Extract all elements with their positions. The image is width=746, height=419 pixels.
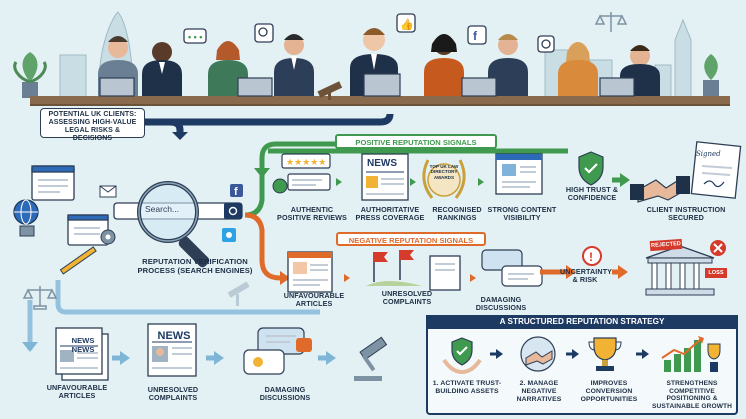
top-callout: POTENTIAL UK CLIENTS: ASSESSING HIGH-VAL…: [40, 108, 145, 142]
signed-document-icon: [690, 141, 742, 199]
strategy-title: A STRUCTURED REPUTATION STRATEGY: [426, 315, 738, 329]
positive-icons: ★★★★★ NEWS: [272, 153, 543, 201]
positive-banner: POSITIVE REPUTATION SIGNALS: [335, 134, 497, 149]
negative-label-articles: UNFAVOURABLE ARTICLES: [283, 291, 345, 309]
red-flag-icon: [366, 250, 422, 286]
search-bubble-icon: [254, 23, 274, 43]
positive-outcome-client: CLIENT INSTRUCTION SECURED: [646, 205, 726, 223]
like-bubble-icon: [396, 13, 416, 33]
scales-icon: [594, 12, 628, 32]
negative-label-discussions: DAMAGING DISCUSSIONS: [475, 295, 527, 313]
facebook-icon: f: [230, 184, 243, 198]
positive-label-rankings: RECOGNISED RANKINGS: [432, 205, 482, 223]
strategy-icons: [442, 336, 721, 375]
shield-hands-icon: [442, 337, 482, 375]
svg-text:★★★★★: ★★★★★: [286, 157, 326, 167]
gear-icon: [100, 229, 116, 245]
positive-outcome-trust: HIGH TRUST & CONFIDENCE: [565, 185, 619, 203]
process-label: REPUTATION VERIFICATION PROCESS (SEARCH …: [137, 257, 253, 275]
strategy-step-4: STRENGTHENS COMPETITIVE POSITIONING & SU…: [651, 380, 733, 410]
svg-text:NEWS: NEWS: [367, 158, 397, 169]
conference-table: [30, 96, 730, 104]
chat-bubble-icon: [183, 28, 207, 44]
bottom-news-text-a: NEWS NEWS: [71, 336, 95, 354]
gavel-icon: [317, 81, 343, 100]
bottom-label-complaints: UNRESOLVED COMPLAINTS: [147, 385, 199, 403]
positive-label-reviews: AUTHENTIC POSITIVE REVIEWS: [277, 205, 347, 223]
bank-building-icon: [645, 245, 715, 296]
svg-text:f: f: [473, 29, 478, 43]
trophy-icon: [588, 337, 622, 371]
process-scene: f: [13, 165, 243, 275]
mail-icon: [99, 185, 117, 198]
facebook-bubble-icon: [467, 25, 487, 45]
negative-icons: [287, 249, 543, 293]
svg-text:👍: 👍: [400, 18, 414, 31]
search-input[interactable]: Search...: [145, 204, 180, 214]
big-ben-icon: [674, 18, 692, 101]
complaints-document-icon: [147, 323, 197, 377]
bottom-label-discussions: DAMAGING DISCUSSIONS: [259, 385, 311, 403]
people-group: [98, 28, 660, 96]
twitter-icon: [222, 228, 236, 242]
shield-check-icon: [578, 151, 604, 186]
svg-text:!: !: [589, 250, 593, 264]
chat-bubbles-icon: [481, 249, 543, 287]
magnifier-icon: [137, 181, 210, 268]
bottom-label-articles: UNFAVOURABLE ARTICLES: [46, 383, 108, 401]
close-icon: [710, 240, 726, 256]
loss-stamp: LOSS: [705, 268, 727, 278]
positive-label-visibility: STRONG CONTENT VISIBILITY: [487, 205, 557, 223]
strategy-step-2: 2. MANAGE NEGATIVE NARRATIVES: [516, 380, 562, 403]
laptops: [99, 73, 635, 97]
gavel-icon: [354, 336, 388, 381]
complaint-document-icon: [429, 255, 461, 291]
award-text: TOP UK LAW DIRECTORY AWARDS: [429, 164, 459, 180]
svg-text:f: f: [234, 186, 238, 198]
warning-icon: !: [582, 246, 602, 266]
handshake-icon: [630, 176, 690, 203]
positive-label-press: AUTHORITATIVE PRESS COVERAGE: [355, 205, 425, 223]
article-icon: [287, 251, 333, 293]
content-visibility-icon: [495, 153, 543, 195]
strategy-step-1: 1. ACTIVATE TRUST-BUILDING ASSETS: [432, 380, 502, 395]
bottom-news-text-b: NEWS: [157, 330, 191, 342]
handshake-circle-icon: [520, 336, 556, 372]
growth-chart-icon: [661, 336, 721, 372]
negative-outcome-icons: !: [540, 240, 726, 296]
gear-bubble-icon: [537, 35, 555, 53]
bottom-left-scene: [22, 280, 388, 381]
review-stars-icon: ★★★★★: [272, 153, 331, 194]
positive-outcome-icons: [578, 141, 742, 203]
negative-outcome-uncertainty: UNCERTAINTY & RISK: [560, 267, 613, 285]
negative-banner: NEGATIVE REPUTATION SIGNALS: [336, 232, 486, 246]
award-laurel-icon: [422, 159, 466, 199]
meeting-scene: • • • 👍 f: [13, 11, 730, 106]
gavel-icon: [227, 281, 250, 306]
top-callout-text: POTENTIAL UK CLIENTS: ASSESSING HIGH-VAL…: [48, 111, 137, 143]
article-stack-icon: [55, 327, 109, 381]
globe-icon: [13, 199, 39, 225]
strategy-step-3: IMPROVES CONVERSION OPPORTUNITIES: [580, 380, 638, 403]
signed-text: Signed: [696, 150, 721, 158]
positive-branch-line: [268, 142, 568, 154]
newspaper-icon: NEWS: [361, 153, 409, 201]
plant-icon: [13, 52, 47, 98]
svg-text:• • •: • • •: [188, 32, 202, 42]
negative-label-complaints: UNRESOLVED COMPLAINTS: [381, 289, 433, 307]
scales-icon: [22, 286, 58, 310]
pencil-icon: [59, 246, 97, 275]
discussion-bubbles-icon: [243, 327, 312, 375]
branch-arrows: [244, 141, 340, 285]
